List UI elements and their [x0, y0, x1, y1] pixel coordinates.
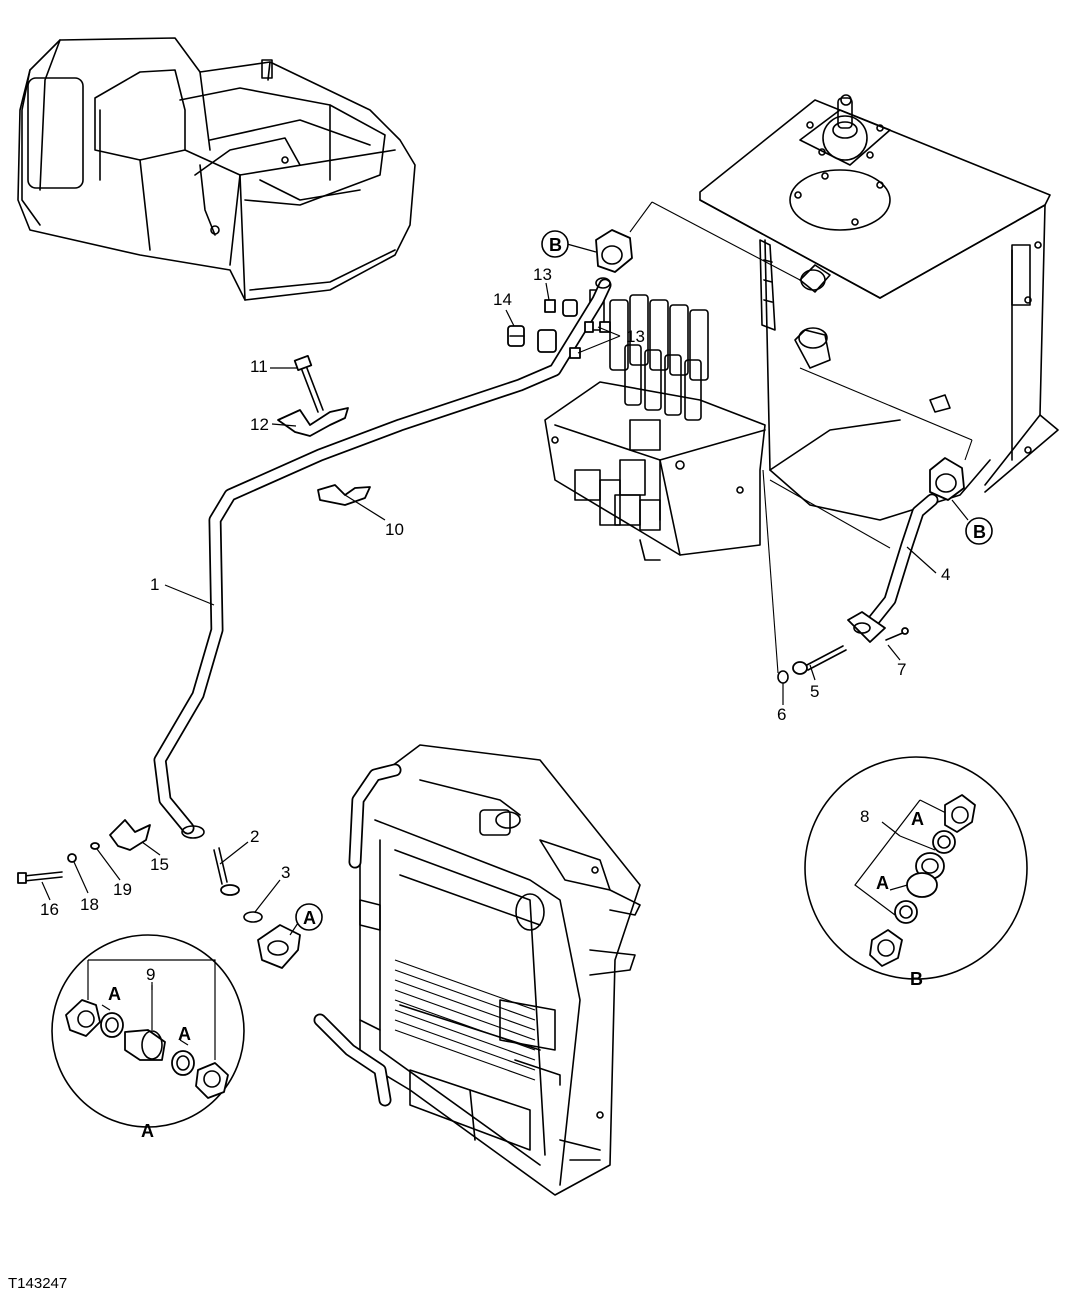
callout-11: 11 [250, 357, 268, 376]
callout-14: 14 [493, 290, 512, 309]
hose-4 [847, 493, 939, 643]
callout-8: 8 [860, 807, 869, 826]
small-parts [17, 201, 973, 969]
callout-6: 6 [777, 705, 786, 724]
detail-ref-b-top: B [541, 230, 569, 258]
detail-b [804, 756, 1028, 980]
excavator-overview [17, 37, 416, 301]
callout-10: 10 [385, 520, 404, 539]
detail-b-label-1: A [911, 809, 924, 829]
radiator-assembly [313, 744, 641, 1196]
detail-b-label-2: A [876, 873, 889, 893]
callout-13-top: 13 [533, 265, 552, 284]
callout-leaders [41, 243, 969, 990]
control-valve [544, 289, 766, 561]
hose-1 [153, 277, 612, 839]
svg-text:B: B [973, 522, 986, 542]
callout-2: 2 [250, 827, 259, 846]
detail-a-label-1: A [108, 984, 121, 1004]
callout-numbers: 1 2 3 4 5 6 7 8 9 10 11 12 13 13 14 15 1… [40, 265, 950, 984]
callout-9: 9 [146, 965, 155, 984]
detail-ref-a: A [295, 903, 323, 931]
callout-12: 12 [250, 415, 269, 434]
detail-b-title: B [910, 969, 923, 989]
callout-4: 4 [941, 565, 950, 584]
callout-18: 18 [80, 895, 99, 914]
detail-references: B B A A B A A A A [108, 230, 993, 1141]
detail-a-title: A [141, 1121, 154, 1141]
callout-15: 15 [150, 855, 169, 874]
callout-16: 16 [40, 900, 59, 919]
callout-13-right: 13 [626, 327, 645, 346]
figure-id: T143247 [8, 1275, 67, 1292]
detail-a [51, 934, 245, 1128]
callout-1: 1 [150, 575, 159, 594]
svg-text:B: B [549, 235, 562, 255]
svg-text:A: A [303, 908, 316, 928]
callout-19: 19 [113, 880, 132, 899]
detail-a-label-2: A [178, 1024, 191, 1044]
hydraulic-tank [699, 94, 1059, 521]
callout-5: 5 [810, 682, 819, 701]
detail-ref-b-right: B [965, 517, 993, 545]
callout-3: 3 [281, 863, 290, 882]
callout-7: 7 [897, 660, 906, 679]
